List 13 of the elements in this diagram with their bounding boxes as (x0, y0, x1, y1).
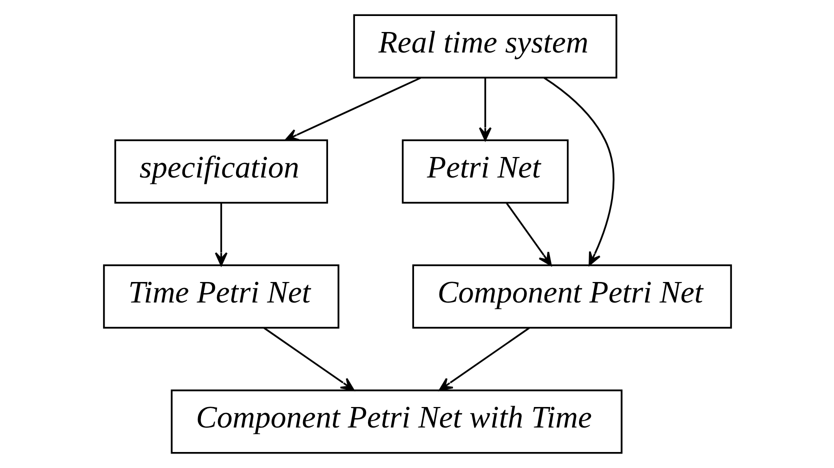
node-box: specification (114, 139, 328, 204)
arrow (506, 202, 552, 266)
arrow (284, 77, 421, 141)
node-box: Real time system (352, 14, 617, 79)
node-box: Petri Net (401, 139, 568, 204)
arrow (438, 327, 530, 391)
node-box: Component Petri Net with Time (170, 389, 622, 454)
node-box: Time Petri Net (102, 264, 339, 329)
node-box: Component Petri Net (412, 264, 732, 329)
arrow (214, 203, 228, 266)
arrow (478, 78, 492, 141)
arrow (263, 327, 354, 391)
arrow (543, 77, 614, 266)
